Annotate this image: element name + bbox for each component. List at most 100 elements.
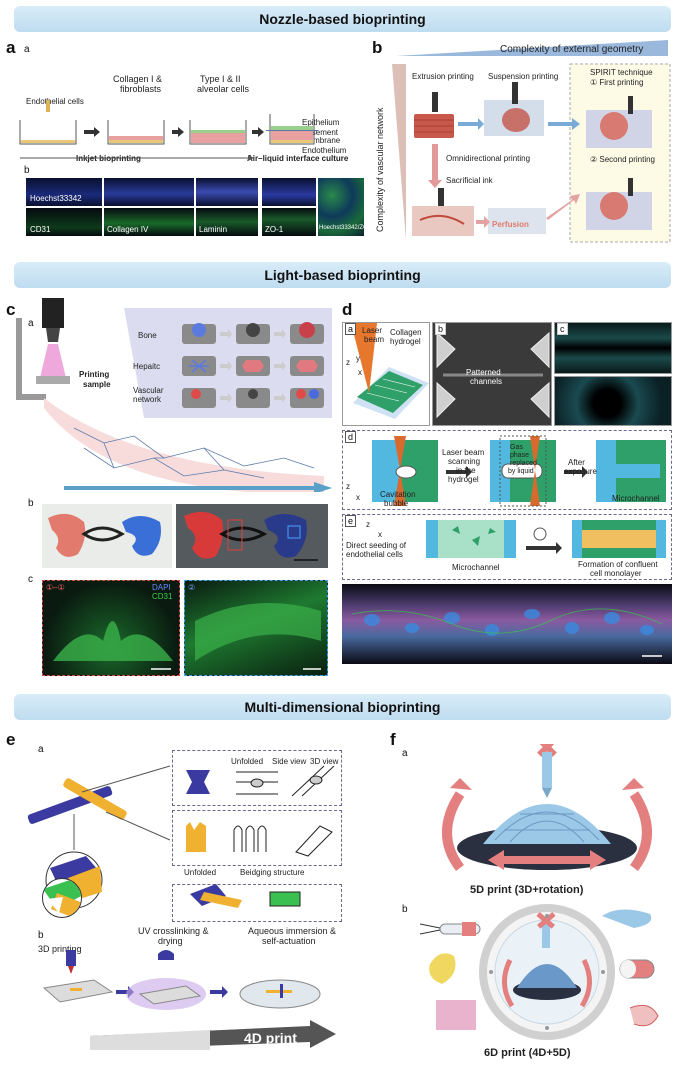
panel-a-letter: a bbox=[6, 38, 16, 57]
label-hepatic: Hepaitc bbox=[133, 362, 161, 371]
label-type: Type I & II bbox=[200, 74, 241, 84]
panel-d-sub-e: e bbox=[345, 515, 357, 527]
panel-f-6d-schematic bbox=[420, 904, 659, 1040]
panel-b-letter: b bbox=[372, 38, 383, 57]
label-omnidirectional: Omnidirectional printing bbox=[446, 154, 531, 163]
label-formation1: Formation of confluent bbox=[578, 560, 658, 569]
panel-d-sub-d: d bbox=[345, 431, 357, 443]
panel-d-c-image-bottom bbox=[554, 376, 672, 426]
label-cd31: CD31 bbox=[152, 592, 173, 601]
panel-a-inkjet-schematic bbox=[19, 100, 318, 161]
micro-tile-merged bbox=[318, 178, 364, 236]
micro-tile-zo1-top bbox=[262, 178, 316, 206]
panel-d-e-schematic bbox=[426, 520, 666, 558]
label-dapi: DAPI bbox=[152, 583, 171, 592]
label-uv2: drying bbox=[158, 936, 183, 946]
micro-label-collagen: Collagen IV bbox=[107, 225, 149, 234]
label-microchannel: Microchannel bbox=[612, 494, 660, 503]
label-3d-view: 3D view bbox=[310, 757, 339, 766]
micro-tile-laminin-top bbox=[196, 178, 258, 206]
label-alveolar: alveolar cells bbox=[197, 84, 250, 94]
label-gas1: Gas bbox=[510, 444, 523, 451]
panel-e-box-1 bbox=[172, 750, 342, 806]
label-complexity-geometry: Complexity of external geometry bbox=[500, 44, 644, 55]
label-epithelium: Epithelium bbox=[302, 118, 340, 127]
section-banner-multi: Multi-dimensional bioprinting bbox=[14, 694, 671, 720]
panel-d-a-box bbox=[342, 322, 430, 426]
panel-e-box-3 bbox=[172, 884, 342, 922]
label-fibroblasts: fibroblasts bbox=[120, 84, 162, 94]
label-collagen-hydrogel2: hydrogel bbox=[390, 337, 421, 346]
axis-x-e: x bbox=[378, 530, 382, 539]
label-gas3: replaced bbox=[510, 460, 537, 467]
inset-label-1: ①–① bbox=[46, 583, 65, 592]
micro-tile-collagen-top bbox=[104, 178, 194, 206]
panel-d-sub-b: b bbox=[435, 323, 447, 335]
label-bone: Bone bbox=[138, 331, 157, 340]
label-printing1: Printing bbox=[79, 370, 110, 379]
panel-d-monolayer-image bbox=[342, 584, 672, 664]
label-side-view: Side view bbox=[272, 757, 307, 766]
panel-c-schematic bbox=[16, 298, 332, 492]
panel-e-zoom-circle-2 bbox=[42, 878, 82, 918]
panel-c-letter: c bbox=[6, 300, 16, 319]
panel-c-sub-a: a bbox=[28, 318, 34, 329]
label-first-printing: ① First printing bbox=[590, 78, 644, 87]
label-scan1: Laser beam bbox=[442, 448, 485, 457]
label-complexity-vascular: Complexity of vascular network bbox=[375, 107, 385, 232]
label-vascular2: network bbox=[133, 395, 162, 404]
label-microchannel2: Microchannel bbox=[452, 563, 500, 572]
vessel-model-photo-1 bbox=[42, 504, 172, 568]
panel-e-letter: e bbox=[6, 730, 16, 749]
micro-tile-hoechst bbox=[26, 178, 102, 206]
label-gas4: by liquid bbox=[508, 468, 534, 475]
panel-d-sub-c: c bbox=[557, 323, 568, 335]
section-banner-light: Light-based bioprinting bbox=[14, 262, 671, 288]
label-endothelium: Endothelium bbox=[302, 146, 347, 155]
label-second-printing: ② Second printing bbox=[590, 155, 655, 164]
micro-tile-laminin bbox=[196, 208, 258, 236]
panel-d-e-box bbox=[342, 514, 672, 580]
axis-z-e: z bbox=[366, 520, 370, 529]
panel-f-letter: f bbox=[390, 730, 396, 749]
panel-d-letter: d bbox=[342, 300, 353, 319]
label-vascular1: Vascular bbox=[133, 386, 164, 395]
label-spirit: SPIRIT technique bbox=[590, 68, 653, 77]
label-beidging: Beidging structure bbox=[240, 868, 305, 877]
panel-c-sub-c: c bbox=[28, 574, 33, 585]
label-aq2: self-actuation bbox=[262, 936, 316, 946]
panel-d-d-box bbox=[342, 430, 672, 510]
label-laser2: beam bbox=[364, 335, 385, 344]
micro-tile-zo1 bbox=[262, 208, 316, 236]
panel-e-process-schematic bbox=[42, 950, 336, 1050]
label-basement1: Basement bbox=[302, 128, 339, 137]
label-scan4: hydrogel bbox=[448, 475, 479, 484]
panel-e-box-2 bbox=[172, 810, 342, 866]
label-collagen-hydrogel1: Collagen bbox=[390, 328, 422, 337]
label-cavitation2: bubble bbox=[384, 499, 409, 508]
label-scan3: in the bbox=[456, 466, 476, 475]
panel-f-5d-schematic bbox=[442, 744, 652, 872]
panel-f-sub-b: b bbox=[402, 904, 408, 915]
label-cavitation1: Cavitation bbox=[380, 490, 416, 499]
axis-x-d: x bbox=[356, 493, 360, 502]
micro-label-cd31: CD31 bbox=[30, 225, 51, 234]
axis-z-a: z bbox=[346, 358, 350, 367]
label-direct2: endothelial cells bbox=[346, 550, 403, 559]
confocal-image-1 bbox=[42, 580, 180, 676]
panel-d-d-schematic bbox=[372, 435, 666, 507]
label-formation2: cell monolayer bbox=[590, 569, 642, 578]
label-direct1: Direct seeding of bbox=[346, 541, 407, 550]
axis-x-a: x bbox=[358, 368, 362, 377]
panel-d-b-image bbox=[432, 322, 552, 426]
micro-tile-cd31 bbox=[26, 208, 102, 236]
panel-a-sub-a: a bbox=[24, 44, 30, 55]
label-5d-print: 5D print (3D+rotation) bbox=[470, 884, 584, 896]
label-gas2: phase bbox=[510, 452, 530, 459]
axis-y-a: y bbox=[356, 354, 360, 363]
panel-d-sub-a: a bbox=[345, 323, 357, 335]
confocal-image-2 bbox=[184, 580, 328, 676]
label-perfusion: Perfusion bbox=[492, 220, 529, 229]
label-aq1: Aqueous immersion & bbox=[248, 926, 337, 936]
inset-label-2: ② bbox=[188, 583, 196, 592]
